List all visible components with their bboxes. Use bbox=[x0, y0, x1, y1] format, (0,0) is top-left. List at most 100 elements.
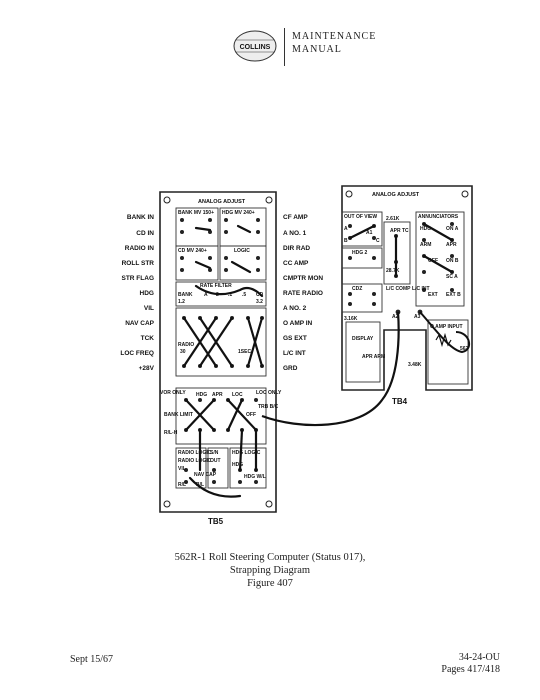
tb4-small-label: 2.61K bbox=[386, 216, 400, 222]
tb4-small-label: ON A bbox=[446, 226, 459, 232]
left-label: HDG bbox=[140, 290, 154, 297]
tb5-small-label: APR bbox=[212, 392, 223, 398]
tb5-small-label: CD bbox=[256, 292, 264, 298]
tb4-small-label: 3.48K bbox=[408, 362, 422, 368]
tb5-small-label: 30 bbox=[180, 349, 186, 355]
footer-date: Sept 15/67 bbox=[70, 654, 114, 665]
left-label: ROLL STR bbox=[122, 260, 155, 267]
tb4-section-label: HDG 2 bbox=[352, 250, 368, 256]
resistor-symbol bbox=[435, 332, 452, 348]
tb4-section-label: O AMP INPUT bbox=[430, 324, 463, 330]
tb5-section-label: RATE FILTER bbox=[200, 283, 232, 289]
tb4-small-label: DISPLAY bbox=[352, 336, 374, 342]
tb5-small-label: HDG W/L bbox=[244, 474, 266, 480]
right-label: RATE RADIO bbox=[283, 290, 323, 297]
tb4-small-label: L/C COMP bbox=[386, 286, 411, 292]
tb5-small-label: BANK LIMIT bbox=[164, 412, 193, 418]
tb4-sections bbox=[341, 211, 469, 385]
tb5-small-label: RADIO bbox=[178, 342, 194, 348]
tb4-small-label: ARM bbox=[420, 242, 431, 248]
tb5-small-label: VOR ONLY bbox=[160, 390, 186, 396]
left-label: BANK IN bbox=[127, 214, 154, 221]
tb4-small-label: C bbox=[376, 238, 380, 244]
resistor-loop bbox=[419, 311, 471, 354]
footer-code: 34-24-OU bbox=[458, 652, 500, 663]
tb5-section-label: HDG MV 240+ bbox=[222, 210, 255, 216]
caption-line3: Figure 407 bbox=[247, 578, 293, 589]
footer-pages: Pages 417/418 bbox=[441, 664, 500, 675]
tb5-small-label: OFF bbox=[246, 412, 256, 418]
tb4-small-label: 562 bbox=[460, 346, 469, 352]
tb4-section-label: CDZ bbox=[352, 286, 362, 292]
tb5-small-label: HDG bbox=[232, 462, 243, 468]
tb5-small-label: OUT bbox=[210, 458, 221, 464]
tb5-section-label: RADIO LOGIC bbox=[178, 450, 212, 456]
right-label: GRD bbox=[283, 365, 298, 372]
tb4-small-label: ON B bbox=[446, 258, 459, 264]
left-label: NAV CAP bbox=[125, 320, 154, 327]
logo-text: COLLINS bbox=[240, 44, 271, 51]
tb4-small-label: EXT B bbox=[446, 292, 461, 298]
left-label: VIL bbox=[144, 305, 154, 312]
tb5-small-label: RADIO LOGIC bbox=[178, 458, 212, 464]
tb4-small-label: 3.16K bbox=[344, 316, 358, 322]
header-divider bbox=[284, 28, 285, 66]
tb4-title: ANALOG ADJUST bbox=[372, 192, 420, 198]
interconnect-cable bbox=[261, 311, 400, 427]
tb5-small-label: NAV CAP bbox=[194, 472, 217, 478]
collins-logo: COLLINS bbox=[233, 30, 277, 62]
tb5-section-label: LOGIC bbox=[234, 248, 250, 254]
tb4-small-label: OFF bbox=[428, 258, 438, 264]
tb5-small-label: TRB B/C bbox=[258, 404, 279, 410]
tb4-text: ANALOG ADJUST OUT OF VIEW ANNUNCIATORS H… bbox=[344, 192, 469, 368]
tb4-small-label: A1 bbox=[366, 230, 373, 236]
tb5-section-label: BANK MV 150+ bbox=[178, 210, 214, 216]
tb5-small-label: HDG bbox=[196, 392, 207, 398]
tb5-small-label: VIL bbox=[178, 466, 186, 472]
tb5-name: TB5 bbox=[208, 517, 224, 526]
tb4-small-label: 28.7K bbox=[386, 268, 400, 274]
tb5-title: ANALOG ADJUST bbox=[198, 199, 246, 205]
strap-wires bbox=[182, 222, 454, 498]
tb5-right-labels: CF AMP A NO. 1 DIR RAD CC AMP CMPTR MON … bbox=[283, 214, 323, 372]
tb4-section-label: ANNUNCIATORS bbox=[418, 214, 459, 220]
right-label: A NO. 1 bbox=[283, 230, 307, 237]
right-label: CC AMP bbox=[283, 260, 309, 267]
right-label: L/C INT bbox=[283, 350, 306, 357]
tb4-small-label: APR bbox=[446, 242, 457, 248]
tb5-sections bbox=[175, 207, 267, 489]
header-title-line1: MAINTENANCE bbox=[292, 31, 377, 42]
tb4-small-label: B bbox=[344, 238, 348, 244]
tb5-small-label: LOC bbox=[232, 392, 243, 398]
tb5-small-label: LOC ONLY bbox=[256, 390, 282, 396]
caption-line1: 562R-1 Roll Steering Computer (Status 01… bbox=[174, 552, 366, 563]
tb5-left-labels: BANK IN CD IN RADIO IN ROLL STR STR FLAG… bbox=[120, 214, 154, 372]
left-label: TCK bbox=[141, 335, 155, 342]
right-label: A NO. 2 bbox=[283, 305, 307, 312]
tb5-small-label: R/L bbox=[178, 482, 186, 488]
tb4-small-label: APR TC bbox=[390, 228, 409, 234]
tb5-small-label: B/L bbox=[196, 482, 204, 488]
right-label: DIR RAD bbox=[283, 245, 310, 252]
tb4-small-label: A3 bbox=[414, 314, 421, 320]
tb5-small-label: 3.2 bbox=[256, 299, 263, 305]
caption-line2: Strapping Diagram bbox=[229, 565, 311, 576]
tb5-small-label: BANK bbox=[178, 292, 193, 298]
tb5-board bbox=[159, 191, 277, 513]
header-title: MAINTENANCE MANUAL bbox=[292, 30, 376, 56]
left-label: STR FLAG bbox=[122, 275, 155, 282]
tb4-small-label: A bbox=[344, 226, 348, 232]
tb4-small-label: L/C INT bbox=[412, 286, 430, 292]
right-label: CF AMP bbox=[283, 214, 308, 221]
right-label: GS EXT bbox=[283, 335, 307, 342]
left-label: +28V bbox=[139, 365, 155, 372]
tb5-small-label: .5 bbox=[242, 292, 246, 298]
right-label: O AMP IN bbox=[283, 320, 313, 327]
left-label: RADIO IN bbox=[125, 245, 155, 252]
right-label: CMPTR MON bbox=[283, 275, 323, 282]
footer-page-info: 34-24-OU Pages 417/418 bbox=[441, 652, 500, 676]
header-title-line2: MANUAL bbox=[292, 44, 342, 55]
tb5-section-label: HDG LOGIC bbox=[232, 450, 261, 456]
tb4-name: TB4 bbox=[392, 397, 408, 406]
